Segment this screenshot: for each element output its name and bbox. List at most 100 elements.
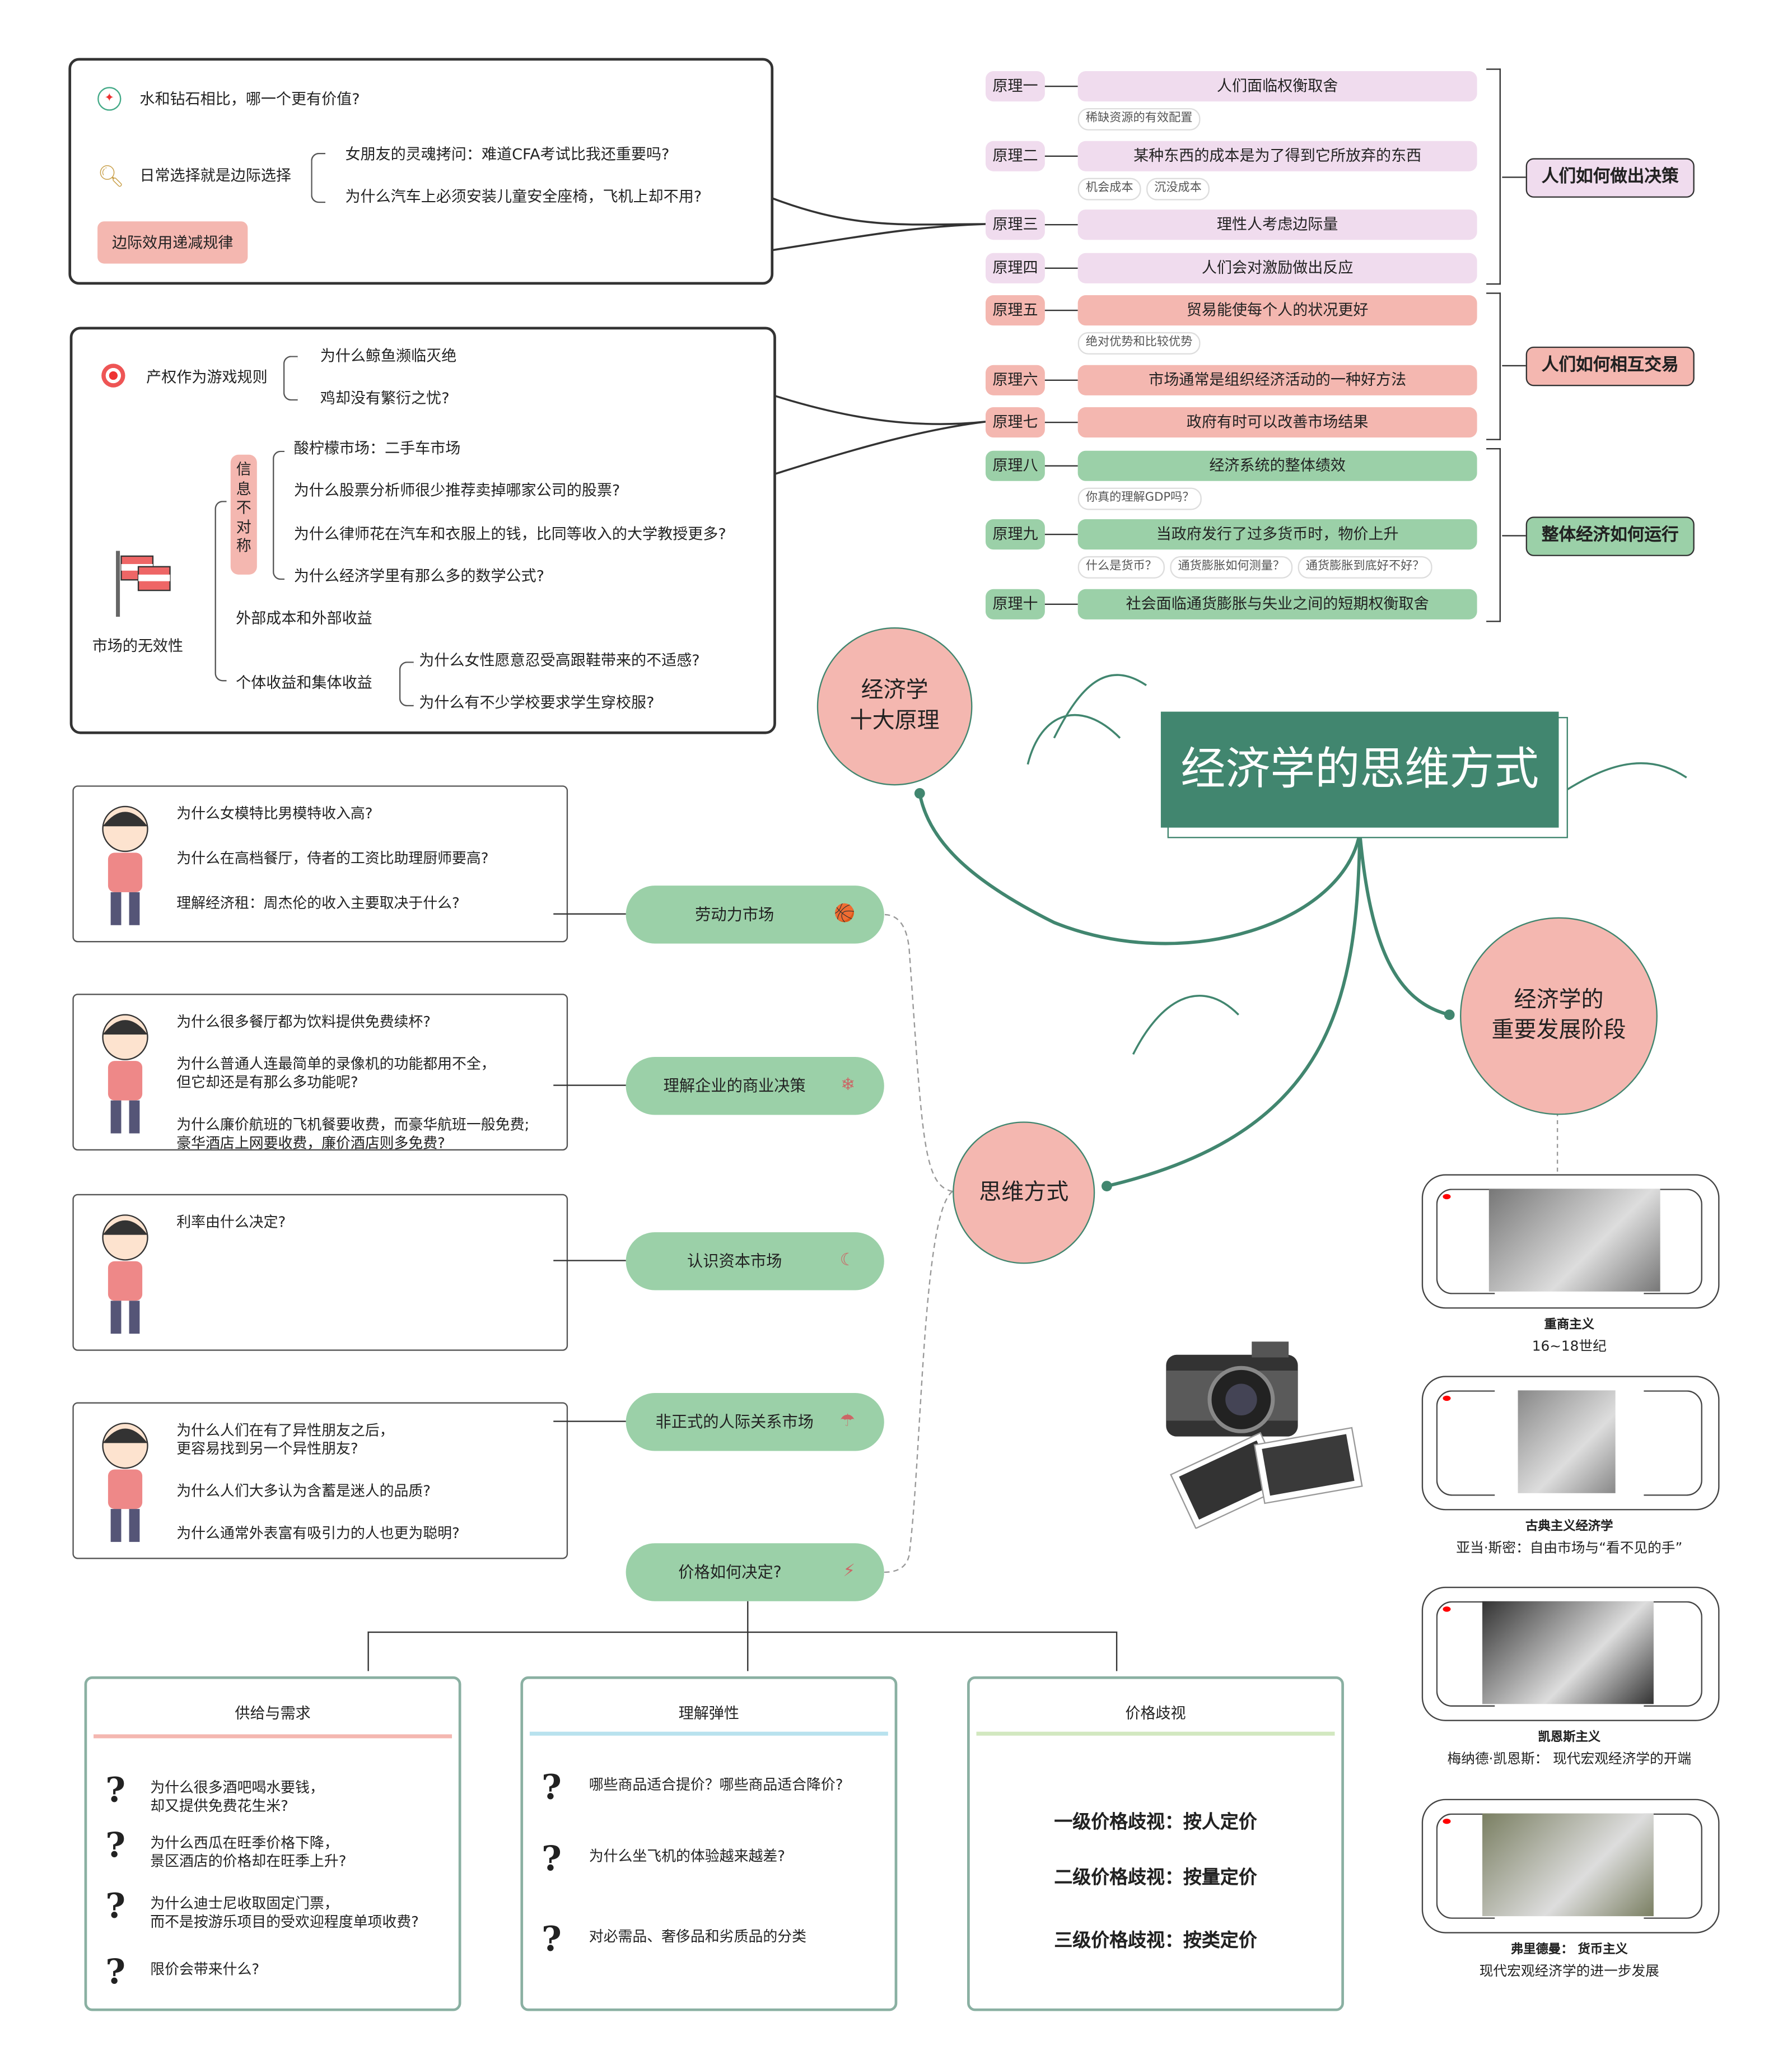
price-box-1: 供给与需求?为什么很多酒吧喝水要钱， 却又提供免费花生米??为什么西瓜在旺季价格… <box>84 1676 461 2011</box>
principle-text[interactable]: 理性人考虑边际量 <box>1077 209 1477 240</box>
divider <box>529 1731 888 1736</box>
bracket <box>311 152 326 203</box>
magnifier-icon: 🔍︎ <box>97 163 124 189</box>
central-title[interactable]: 经济学的思维方式 <box>1160 711 1559 828</box>
connector <box>1044 421 1078 423</box>
marginal-choice-box: ✦ 水和钻石相比，哪一个更有价值? 🔍︎ 日常选择就是边际选择 女朋友的灵魂拷问… <box>68 58 774 285</box>
cartoon-avatar <box>85 1206 166 1338</box>
principle-text[interactable]: 政府有时可以改善市场结果 <box>1077 407 1477 438</box>
branch-1[interactable]: 劳动力市场🏀 <box>626 886 884 944</box>
price-box-title: 价格歧视 <box>1125 1704 1186 1723</box>
question-text: 为什么很多餐厅都为饮料提供免费续杯? <box>176 1013 431 1031</box>
dashed-link <box>884 914 953 1192</box>
question-text: 对必需品、奢侈品和劣质品的分类 <box>589 1928 806 1945</box>
stage-description: 现代宏观经济学的进一步发展 <box>1479 1963 1659 1980</box>
node-ten-principles[interactable]: 经济学 十大原理 <box>816 627 973 786</box>
price-discrimination-level: 二级价格歧视：按量定价 <box>1054 1867 1257 1889</box>
branch-label: 价格如何决定? <box>678 1563 782 1582</box>
node-market-inefficiency: 市场的无效性 <box>92 636 184 655</box>
question-mark-icon: ? <box>105 1953 126 1993</box>
connector <box>1044 465 1078 467</box>
node-externalities: 外部成本和外部收益 <box>236 609 372 627</box>
question-mark-icon: ? <box>542 1839 562 1880</box>
principle-tag: 什么是货币？ <box>1077 556 1165 579</box>
principle-text[interactable]: 社会面临通货膨胀与失业之间的短期权衡取舍 <box>1077 589 1477 619</box>
node-dot <box>1102 1181 1112 1192</box>
principle-number: 原理八 <box>985 450 1045 481</box>
record-dot-icon <box>1443 1194 1451 1200</box>
connector <box>747 1631 749 1671</box>
history-photo-frame[interactable] <box>1421 1799 1720 1933</box>
connector <box>367 1631 369 1671</box>
branch-2[interactable]: 理解企业的商业决策❄ <box>626 1057 884 1115</box>
node-thinking-way[interactable]: 思维方式 <box>953 1121 1095 1264</box>
bracket <box>214 501 227 682</box>
stage-name: 弗里德曼： 货币主义 <box>1510 1942 1628 1958</box>
connector <box>1044 223 1078 226</box>
node-dot <box>914 788 925 799</box>
decorative-swirl <box>1565 762 1687 792</box>
question-text: 为什么人们大多认为含蓄是迷人的品质? <box>176 1483 431 1500</box>
callout-market <box>773 394 986 476</box>
decorative-swirl <box>1026 674 1239 1055</box>
connector <box>1116 1631 1118 1671</box>
question-text: 哪些商品适合提价？哪些商品适合降价? <box>589 1776 843 1794</box>
branch-5[interactable]: 价格如何决定?⚡ <box>626 1543 884 1601</box>
principle-text[interactable]: 人们会对激励做出反应 <box>1077 253 1477 283</box>
principle-text[interactable]: 人们面临权衡取舍 <box>1077 71 1477 102</box>
question-card: 利率由什么决定? <box>72 1194 568 1351</box>
connector <box>1044 533 1078 535</box>
principle-text[interactable]: 贸易能使每个人的状况更好 <box>1077 295 1477 326</box>
principle-number: 原理九 <box>985 519 1045 550</box>
stage-name: 凯恩斯主义 <box>1538 1730 1601 1745</box>
question-text: 为什么很多酒吧喝水要钱， 却又提供免费花生米? <box>150 1779 324 1815</box>
stage-name: 重商主义 <box>1544 1317 1595 1332</box>
bracket <box>1486 68 1501 285</box>
divider <box>94 1734 452 1739</box>
branch-4[interactable]: 非正式的人际关系市场☂ <box>626 1393 884 1451</box>
principle-group-2[interactable]: 人们如何相互交易 <box>1525 346 1695 386</box>
node-analyst-question: 为什么股票分析师很少推荐卖掉哪家公司的股票? <box>293 481 620 500</box>
moon-cloud-icon: ☾ <box>839 1250 856 1271</box>
branch-3[interactable]: 认识资本市场☾ <box>626 1232 884 1290</box>
camera-photos-illustration <box>1166 1341 1363 1529</box>
principle-tag: 通货膨胀如何测量？ <box>1170 556 1293 579</box>
history-photo-frame[interactable] <box>1421 1376 1720 1511</box>
node-individual-collective: 个体收益和集体收益 <box>236 673 372 692</box>
question-text: 为什么坐飞机的体验越来越差? <box>589 1847 785 1865</box>
question-card: 为什么女模特比男模特收入高?为什么在高档餐厅，侍者的工资比助理厨师要高?理解经济… <box>72 785 568 943</box>
divider <box>976 1731 1335 1736</box>
node-dot <box>1444 1009 1455 1021</box>
stage-name: 古典主义经济学 <box>1525 1519 1613 1534</box>
keynes-photo <box>1482 1601 1654 1704</box>
crowd-engraving <box>1488 1189 1660 1292</box>
branch-label: 非正式的人际关系市场 <box>655 1413 814 1432</box>
principle-text[interactable]: 经济系统的整体绩效 <box>1077 450 1477 481</box>
connector <box>1502 365 1526 367</box>
node-cfa-question: 女朋友的灵魂拷问：难道CFA考试比我还重要吗? <box>345 145 670 164</box>
price-box-title: 供给与需求 <box>235 1704 311 1723</box>
bracket <box>273 450 285 580</box>
question-text: 为什么通常外表富有吸引力的人也更为聪明? <box>176 1525 460 1542</box>
node-history-stages[interactable]: 经济学的 重要发展阶段 <box>1460 917 1658 1115</box>
price-box-3: 价格歧视一级价格歧视：按人定价二级价格歧视：按量定价三级价格歧视：按类定价 <box>967 1676 1344 2011</box>
principle-text[interactable]: 某种东西的成本是为了得到它所放弃的东西 <box>1077 141 1477 171</box>
branch-label: 理解企业的商业决策 <box>663 1077 806 1096</box>
dashed-link <box>884 1191 953 1573</box>
branch-line-thinking <box>1106 832 1362 1188</box>
principle-text[interactable]: 当政府发行了过多货币时，物价上升 <box>1077 519 1477 550</box>
history-photo-frame[interactable] <box>1421 1586 1720 1721</box>
question-card: 为什么人们在有了异性朋友之后， 更容易找到另一个异性朋友?为什么人们大多认为含蓄… <box>72 1402 568 1559</box>
adam-smith-portrait <box>1518 1390 1616 1493</box>
connector <box>1044 85 1078 87</box>
question-mark-icon: ? <box>542 1920 562 1960</box>
principle-group-3[interactable]: 整体经济如何运行 <box>1525 516 1695 556</box>
node-math-question: 为什么经济学里有那么多的数学公式? <box>293 566 545 585</box>
principle-number: 原理一 <box>985 71 1045 102</box>
principle-group-1[interactable]: 人们如何做出决策 <box>1525 158 1695 198</box>
record-dot-icon <box>1443 1606 1451 1612</box>
history-photo-frame[interactable] <box>1421 1174 1720 1309</box>
question-text: 为什么在高档餐厅，侍者的工资比助理厨师要高? <box>176 850 489 868</box>
principle-text[interactable]: 市场通常是组织经济活动的一种好方法 <box>1077 365 1477 395</box>
